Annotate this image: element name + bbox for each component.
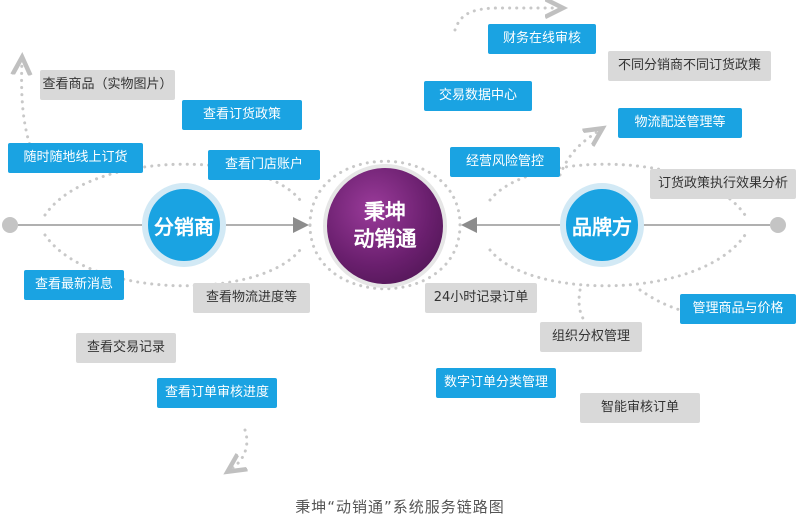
dotted-arc-brand-bottom [488, 233, 747, 288]
tag-smart-review: 智能审核订单 [580, 393, 700, 423]
center-hub-line1: 秉坤 [364, 200, 406, 224]
dotted-trail-right-lower [638, 288, 682, 312]
diagram-caption: 秉坤“动销通”系统服务链路图 [295, 498, 505, 516]
dotted-trail-right-upper [558, 130, 600, 177]
dotted-arc-center [308, 159, 462, 291]
tag-view-order-review: 查看订单审核进度 [157, 378, 277, 408]
tag-view-transactions: 查看交易记录 [76, 333, 176, 363]
tag-policy-analysis: 订货政策执行效果分析 [650, 169, 796, 199]
tag-logistics-mgmt: 物流配送管理等 [618, 108, 742, 138]
tag-order-classification: 数字订单分类管理 [436, 368, 556, 398]
tag-order-24h: 24小时记录订单 [425, 283, 537, 313]
dotted-arc-brand-top [488, 162, 747, 217]
brand-hub: 品牌方 [560, 183, 644, 267]
center-hub-line2: 动销通 [353, 227, 417, 251]
tag-view-products: 查看商品（实物图片） [40, 70, 175, 100]
tag-view-store-account: 查看门店账户 [208, 150, 320, 180]
tag-manage-products: 管理商品与价格 [680, 294, 796, 324]
tag-risk-control: 经营风险管控 [450, 147, 560, 177]
dotted-trail-bottomleft [230, 428, 249, 470]
flow-line-left [2, 217, 309, 233]
tag-view-order-policy: 查看订货政策 [182, 100, 302, 130]
tag-view-logistics: 查看物流进度等 [193, 283, 310, 313]
brand-label: 品牌方 [572, 214, 632, 239]
tag-view-latest-news: 查看最新消息 [24, 270, 124, 300]
dotted-trail-topleft [22, 60, 42, 172]
tag-order-anytime: 随时随地线上订货 [8, 143, 143, 173]
flow-line-right [461, 217, 786, 233]
dotted-arc-distributor-bottom [43, 233, 302, 288]
distributor-hub: 分销商 [142, 183, 226, 267]
tag-org-permissions: 组织分权管理 [540, 322, 642, 352]
center-hub: 秉坤 动销通 [323, 164, 447, 288]
tag-diff-policy: 不同分销商不同订货政策 [608, 51, 771, 81]
tag-finance-review: 财务在线审核 [488, 24, 596, 54]
dotted-arc-distributor-top [43, 162, 302, 217]
distributor-label: 分销商 [154, 214, 214, 239]
tag-trade-data-center: 交易数据中心 [424, 81, 532, 111]
